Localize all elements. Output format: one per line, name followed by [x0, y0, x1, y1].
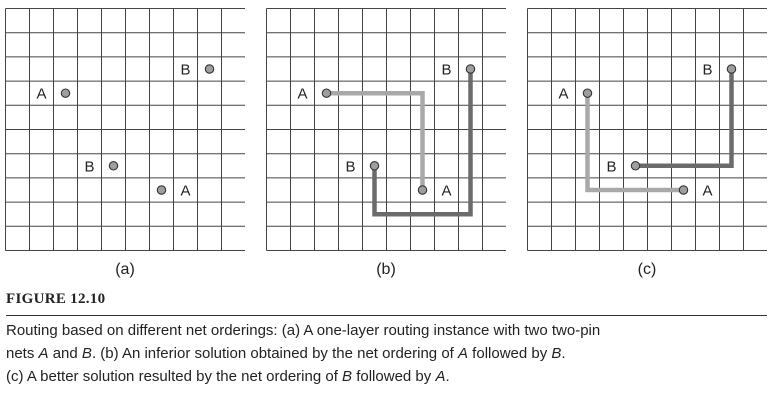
grid-lines [5, 8, 245, 251]
pin-b [630, 161, 641, 171]
pin-b [108, 161, 119, 171]
pin-a [582, 88, 593, 98]
pin-b [369, 161, 380, 171]
pin-a [678, 185, 689, 195]
pin-label-a: A [702, 183, 712, 200]
routing-grid-b: B A B A [266, 8, 506, 251]
grid-lines [527, 8, 767, 251]
routing-grid-a: B A B A [5, 8, 245, 251]
route-net-b [635, 69, 734, 169]
pin-label-a: A [180, 183, 190, 200]
panel-label-a: (a) [115, 261, 135, 278]
caption-divider [6, 315, 767, 316]
pin-label-b: B [606, 158, 616, 175]
figure-title: FIGURE 12.10 [6, 291, 106, 307]
route-net-b [372, 69, 473, 217]
pin-label-b: B [84, 158, 94, 175]
pin-a [417, 185, 428, 195]
caption-line-2: nets A and B. (b) An inferior solution o… [6, 345, 566, 362]
pin-b [726, 64, 737, 74]
panel-label-b: (b) [376, 261, 396, 278]
figure-caption: Routing based on different net orderings… [6, 319, 770, 388]
pin-label-a: A [558, 86, 568, 103]
panel-label-c: (c) [637, 261, 657, 278]
pin-label-b: B [180, 62, 190, 79]
pin-a [321, 88, 332, 98]
pin-a [156, 185, 167, 195]
caption-line-1: Routing based on different net orderings… [6, 322, 601, 339]
route-net-a [326, 90, 425, 190]
pin-label-b: B [345, 158, 355, 175]
route-net-a [585, 93, 684, 193]
routing-grid-c: B A B A [527, 8, 767, 251]
pin-b [465, 64, 476, 74]
grid-lines [266, 8, 506, 251]
pin-label-a: A [297, 86, 307, 103]
pin-b [204, 64, 215, 74]
pin-label-a: A [441, 183, 451, 200]
pin-a [60, 88, 71, 98]
pin-label-b: B [702, 62, 712, 79]
pin-label-b: B [441, 62, 451, 79]
pin-label-a: A [36, 86, 46, 103]
caption-line-3: (c) A better solution resulted by the ne… [6, 368, 450, 385]
